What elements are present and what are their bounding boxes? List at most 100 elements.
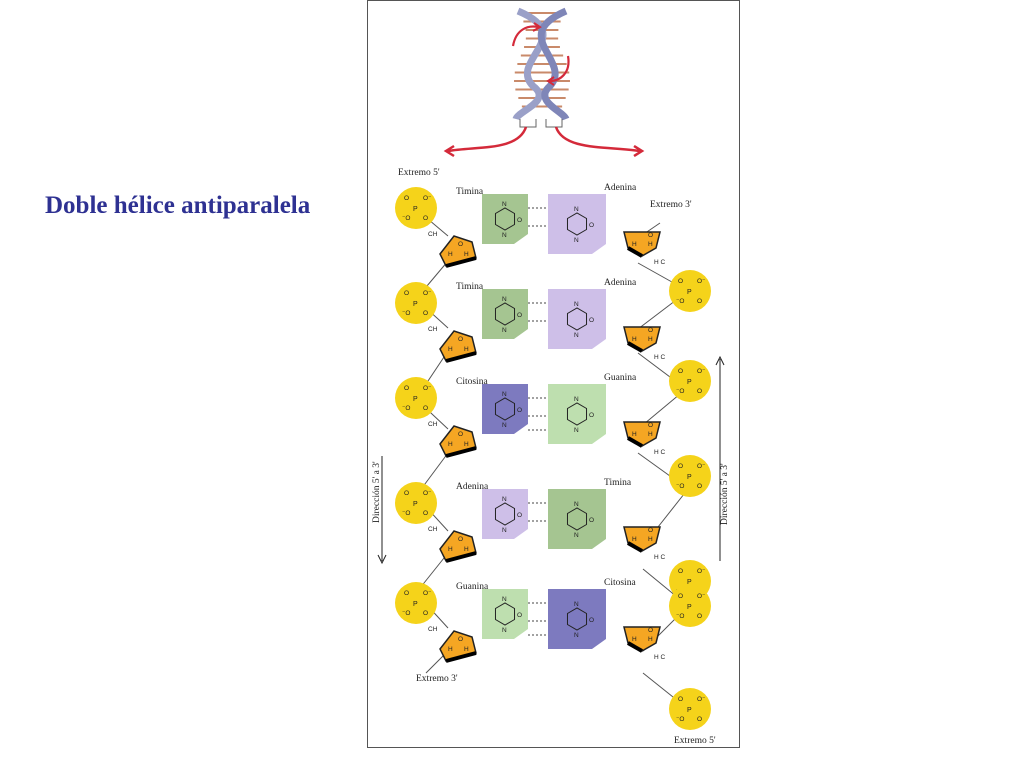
oxygen-atom: O — [517, 407, 522, 414]
sugar-edge — [445, 551, 477, 563]
phosphate-atom: P — [687, 379, 692, 386]
oxygen-atom: O⁻ — [697, 696, 706, 703]
base-timina: NNO — [482, 289, 528, 339]
extremo-3-top: Extremo 3' — [650, 200, 692, 210]
oxygen-atom: O — [458, 241, 463, 248]
oxygen-atom: O⁻ — [423, 490, 432, 497]
base-block — [548, 384, 606, 444]
nitrogen-atom: N — [502, 201, 507, 208]
oxygen-atom: O — [648, 627, 653, 634]
base-block — [548, 289, 606, 349]
nitrogen-atom: N — [574, 301, 579, 308]
direction-arrowhead-up — [715, 355, 725, 366]
base-ring — [566, 402, 588, 426]
base-ring — [494, 502, 516, 526]
sugar-edge — [627, 246, 643, 258]
extremo-5-bottom: Extremo 5' — [674, 736, 716, 746]
hydrogen-atom: H — [648, 536, 653, 543]
oxygen-atom: ⁻O — [676, 613, 685, 620]
oxygen-atom: O — [423, 405, 428, 412]
phosphate-atom: P — [687, 604, 692, 611]
oxygen-atom: O — [648, 327, 653, 334]
oxygen-atom: O — [423, 310, 428, 317]
oxygen-atom: O⁻ — [697, 368, 706, 375]
hc-label: H C — [654, 449, 666, 456]
rotation-arrowhead — [546, 76, 555, 86]
base-ring — [566, 607, 588, 631]
oxygen-atom: O — [517, 612, 522, 619]
oxygen-atom: O — [678, 463, 683, 470]
base-block — [548, 589, 606, 649]
base-block — [482, 589, 528, 639]
phosphate-atom: P — [687, 289, 692, 296]
base-adenina: NNO — [482, 489, 528, 539]
oxygen-atom: O — [404, 290, 409, 297]
ch-label: CH — [428, 626, 438, 633]
oxygen-atom: O — [458, 536, 463, 543]
nitrogen-atom: N — [574, 237, 579, 244]
oxygen-atom: ⁻O — [676, 483, 685, 490]
oxygen-atom: O — [517, 312, 522, 319]
oxygen-atom: O — [458, 336, 463, 343]
hydrogen-atom: H — [648, 636, 653, 643]
base-block — [482, 289, 528, 339]
hydrogen-atom: H — [632, 336, 637, 343]
hydrogen-atom: H — [448, 441, 453, 448]
hydrogen-atom: H — [464, 646, 469, 653]
oxygen-atom: O — [423, 215, 428, 222]
nitrogen-atom: N — [574, 632, 579, 639]
nitrogen-atom: N — [502, 232, 507, 239]
ch-label: CH — [428, 526, 438, 533]
oxygen-atom: ⁻O — [676, 716, 685, 723]
rotation-arrowhead — [532, 22, 542, 32]
sugar-ring — [623, 526, 661, 552]
base-label-left: Citosina — [456, 377, 488, 387]
oxygen-atom: O — [589, 317, 594, 324]
oxygen-atom: O⁻ — [697, 278, 706, 285]
phosphate-circle — [395, 282, 437, 324]
hydrogen-atom: H — [464, 251, 469, 258]
phosphate-circle — [395, 187, 437, 229]
nitrogen-atom: N — [574, 501, 579, 508]
oxygen-atom: O — [678, 696, 683, 703]
hc-label: H C — [654, 554, 666, 561]
oxygen-atom: O — [678, 368, 683, 375]
phosphate-circle — [669, 270, 711, 312]
nitrogen-atom: N — [502, 391, 507, 398]
phosphate-atom: P — [687, 579, 692, 586]
base-citosina: NNO — [482, 384, 528, 434]
base-ring — [494, 207, 516, 231]
oxygen-atom: O — [678, 568, 683, 575]
nitrogen-atom: N — [574, 332, 579, 339]
rotation-arrow — [549, 55, 570, 83]
sugar-edge — [445, 256, 477, 268]
sugar-edge — [445, 446, 477, 458]
nitrogen-atom: N — [502, 527, 507, 534]
sugar-ring — [623, 231, 661, 257]
hydrogen-atom: H — [648, 241, 653, 248]
spread-arrow-left — [447, 126, 528, 153]
base-ring — [566, 507, 588, 531]
oxygen-atom: O — [697, 613, 702, 620]
hc-label: H C — [654, 259, 666, 266]
base-timina: NNO — [482, 194, 528, 244]
hydrogen-atom: H — [648, 431, 653, 438]
oxygen-atom: O — [697, 298, 702, 305]
oxygen-atom: ⁻O — [402, 510, 411, 517]
oxygen-atom: O — [589, 222, 594, 229]
sugar-ring — [623, 421, 661, 447]
base-block — [482, 489, 528, 539]
phosphate-atom: P — [413, 206, 418, 213]
oxygen-atom: O — [423, 510, 428, 517]
sugar-edge — [627, 341, 643, 353]
